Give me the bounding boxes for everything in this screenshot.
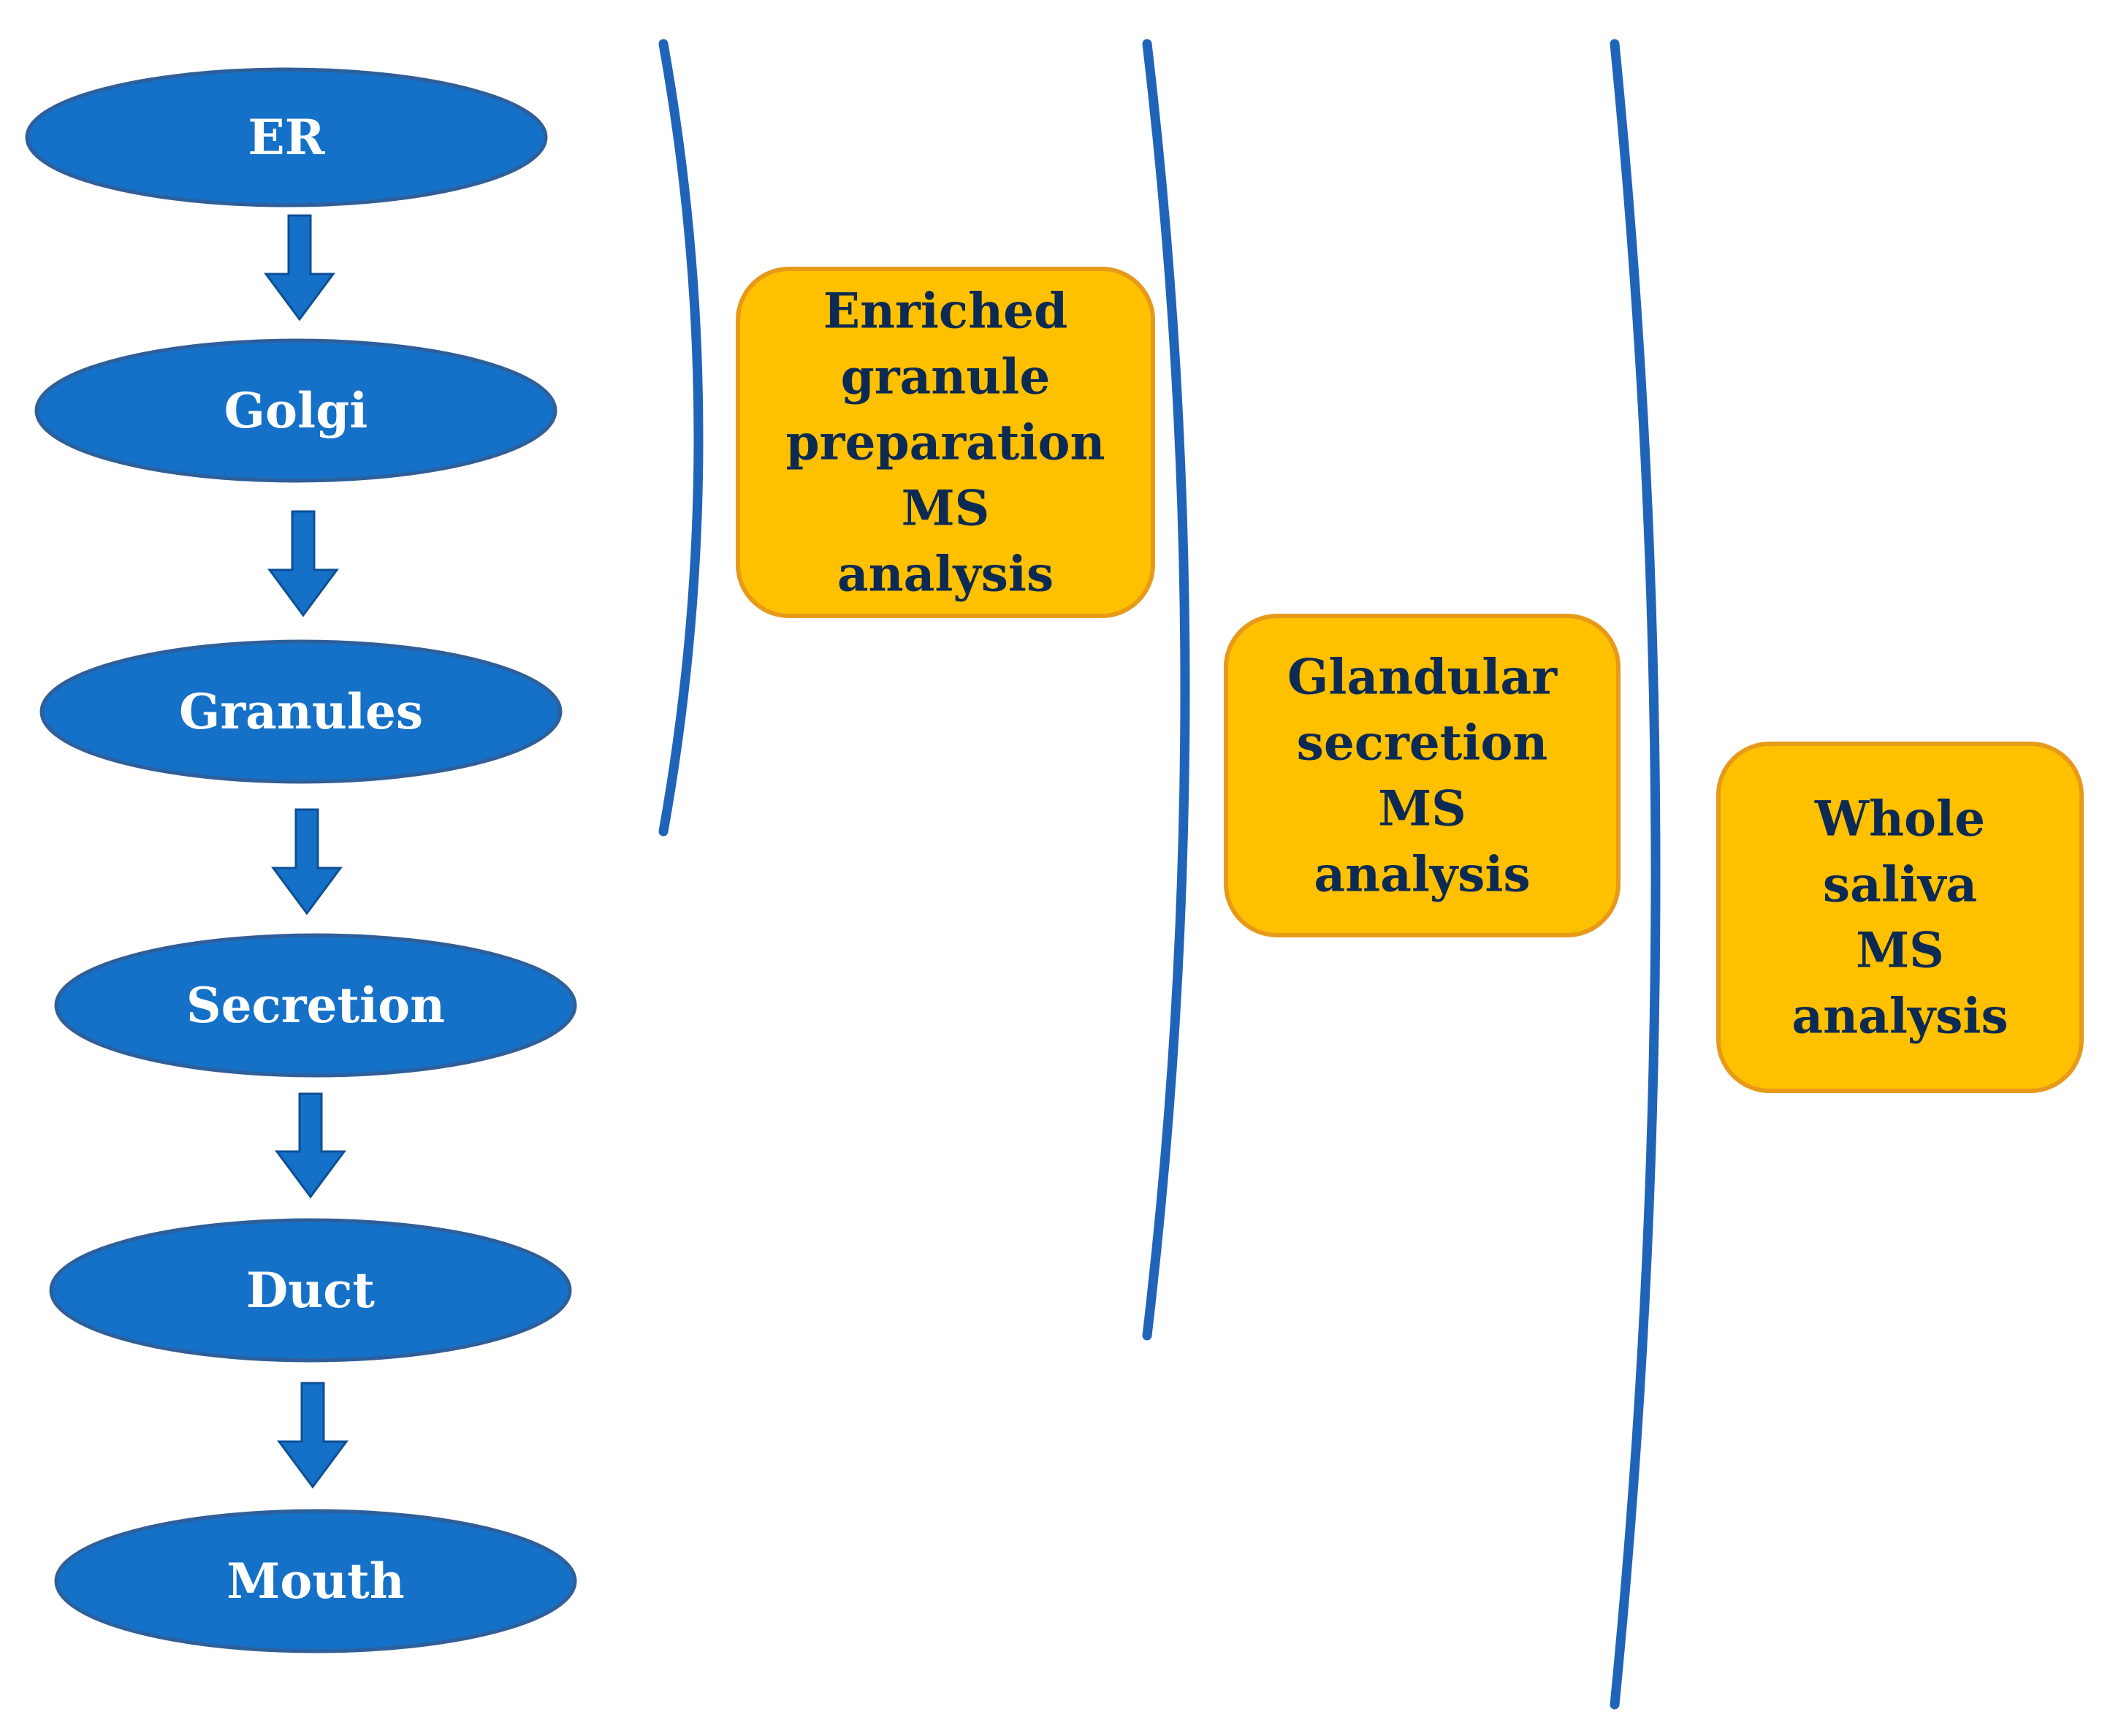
- bracket-layer: [658, 39, 1661, 1710]
- analysis-box-line: granule: [841, 349, 1051, 406]
- node-ellipse: [34, 338, 557, 483]
- arrow-down-icon: [271, 808, 343, 915]
- node-ellipse: [25, 67, 548, 208]
- analysis-box-background: [736, 267, 1155, 618]
- arrow-down-icon: [267, 510, 339, 617]
- node-mouth: Mouth: [54, 1509, 577, 1653]
- bracket-whole-saliva: [1610, 39, 1661, 1710]
- analysis-box-line: MS: [1856, 922, 1944, 979]
- arrow-down-icon: [275, 1092, 346, 1199]
- analysis-box-line: analysis: [1314, 846, 1530, 903]
- arrow-down-icon: [264, 214, 335, 321]
- analysis-box-line: Enriched: [823, 283, 1067, 340]
- node-golgi: Golgi: [34, 338, 557, 483]
- node-label: Duct: [246, 1262, 375, 1319]
- node-duct: Duct: [49, 1218, 572, 1363]
- analysis-box-line: analysis: [837, 546, 1054, 603]
- node-ellipse: [54, 1509, 577, 1653]
- node-label: Mouth: [226, 1553, 405, 1610]
- node-ellipse: [49, 1218, 572, 1363]
- node-ellipse: [39, 639, 563, 784]
- node-label: Golgi: [224, 382, 368, 439]
- node-granules: Granules: [39, 639, 563, 784]
- analysis-box-line: MS: [1378, 780, 1466, 837]
- analysis-box-line: preparation: [786, 414, 1105, 471]
- node-label: ER: [248, 109, 325, 166]
- analysis-box-line: saliva: [1823, 856, 1977, 913]
- analysis-box-background: [1224, 614, 1621, 937]
- node-label: Granules: [179, 683, 423, 740]
- bracket-enriched-granule: [658, 39, 704, 837]
- analysis-box-background: [1716, 742, 2084, 1093]
- node-ellipse: [54, 933, 577, 1078]
- analysis-box-line: analysis: [1791, 988, 2008, 1045]
- analysis-box-line: secretion: [1297, 715, 1548, 772]
- analysis-box-layer: EnrichedgranulepreparationMSanalysisGlan…: [736, 267, 2084, 1093]
- arrow-layer: [264, 214, 349, 1489]
- arrow-down-icon: [277, 1382, 349, 1489]
- analysis-box-line: MS: [902, 480, 990, 537]
- analysis-box-line: Glandular: [1287, 649, 1558, 706]
- node-er: ER: [25, 67, 548, 208]
- node-secretion: Secretion: [54, 933, 577, 1078]
- node-label: Secretion: [186, 977, 445, 1034]
- bracket-glandular-secretion: [1142, 39, 1190, 1341]
- analysis-box-line: Whole: [1814, 791, 1985, 848]
